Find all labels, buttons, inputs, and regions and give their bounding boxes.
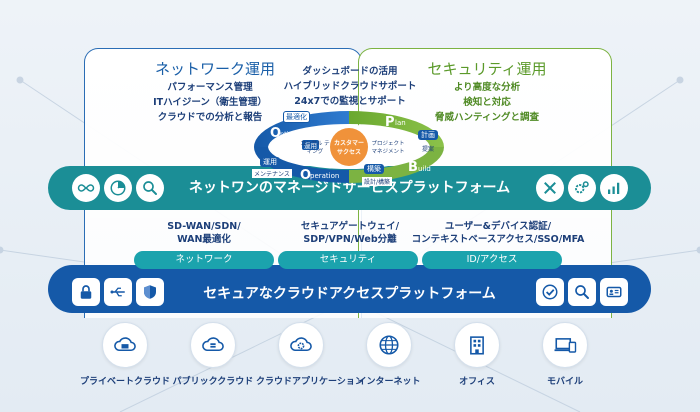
office-item: オフィス (432, 322, 522, 387)
letter-b: B (408, 160, 418, 175)
build-arc (349, 147, 444, 183)
network-ops-list: パフォーマンス管理 ITハイジーン（衛生管理） クラウドでの分析と報告 (130, 80, 290, 125)
network-ops-item: クラウドでの分析と報告 (157, 112, 263, 123)
mobile-label: モバイル (546, 377, 583, 387)
public-cloud-icon (190, 322, 236, 368)
network-desc-line: SD-WAN/SDN/ (167, 221, 241, 232)
network-ops-item: パフォーマンス管理 (167, 82, 253, 93)
gears-icon (568, 174, 596, 202)
usb-icon (104, 278, 132, 306)
internet-label: インターネット (357, 377, 421, 387)
security-ops-title: セキュリティ運用 (427, 60, 547, 78)
security-desc-line: SDP/VPN/Web分離 (303, 234, 397, 245)
letter-o-bottom: O (300, 168, 312, 183)
network-ops-title: ネットワーク運用 (154, 60, 275, 78)
plan-arc (349, 111, 444, 147)
cloud-app-item: クラウドアプリケーション (256, 322, 364, 387)
cloud-app-icon (278, 322, 324, 368)
private-cloud-label: プライベートクラウド (80, 377, 171, 387)
operation-sub: メンテナンス (252, 169, 292, 178)
identity-desc-line: ユーザー&デバイス認証/ (444, 221, 552, 232)
id-card-icon (600, 278, 628, 306)
center-top-item: ハイブリッドクラウドサポート (283, 81, 417, 92)
secure-access-title: セキュアなクラウドアクセスプラットフォーム (203, 286, 496, 302)
search-icon (568, 278, 596, 306)
security-ops-item: 検知と対応 (463, 97, 511, 108)
plan-sub: 提案 (422, 146, 435, 153)
managed-service-title: ネットワンのマネージドサービスプラットフォーム (188, 180, 511, 196)
tab-identity-access[interactable]: ID/アクセス (422, 251, 562, 269)
security-ops-list: より高度な分析 検知と対応 脅威ハンティングと調査 (412, 80, 562, 125)
internet-item: インターネット (344, 322, 434, 387)
public-cloud-item: パブリッククラウド (168, 322, 258, 387)
lock-icon (72, 278, 100, 306)
optimization-jp-tag: 最適化 (283, 111, 310, 123)
optimization-arc (254, 111, 349, 147)
build-label: uild (418, 165, 431, 173)
security-desc-line: セキュアゲートウェイ/ (300, 221, 400, 232)
operation-arc (254, 147, 349, 183)
operation-label: peration (310, 172, 340, 180)
customer-success-circle (330, 128, 368, 166)
identity-desc: ユーザー&デバイス認証/ コンテキストベースアクセス/SSO/MFA (408, 220, 588, 246)
letter-o-top: O (270, 126, 282, 141)
center-top-list: ダッシュボードの活用 ハイブリッドクラウドサポート 24x7での監視とサポート (270, 64, 430, 109)
lifecycle-diagram (254, 111, 444, 183)
customer-success-label: カスタマー サクセス (333, 140, 364, 156)
build-sub: 設計/構築 (362, 177, 393, 186)
build-jp-tag: 構築 (364, 164, 384, 174)
plan-jp-tag: 計画 (418, 130, 438, 140)
network-ops-item: ITハイジーン（衛生管理） (153, 97, 267, 108)
security-ops-item: 脅威ハンティングと調査 (435, 112, 539, 123)
tab-network[interactable]: ネットワーク (134, 251, 274, 269)
building-icon (454, 322, 500, 368)
consulting-label: コンサル ティング (300, 141, 330, 155)
public-cloud-label: パブリッククラウド (172, 377, 254, 387)
network-desc-line: WAN最適化 (177, 234, 231, 245)
security-desc: セキュアゲートウェイ/ SDP/VPN/Web分離 (278, 220, 422, 246)
optimization-label: ptimization (280, 130, 317, 138)
shield-icon (136, 278, 164, 306)
operation-jp-tag: 運用 (260, 157, 280, 167)
operation-use-tag: 運用 (302, 140, 319, 150)
center-top-item: ダッシュボードの活用 (302, 66, 398, 77)
project-management-label: プロジェクト マネジメント (371, 141, 405, 155)
office-label: オフィス (459, 377, 495, 387)
cloud-app-label: クラウドアプリケーション (256, 377, 364, 387)
tab-security[interactable]: セキュリティ (278, 251, 418, 269)
gauge-icon (104, 174, 132, 202)
letter-p: P (385, 115, 395, 130)
private-cloud-icon (102, 322, 148, 368)
identity-desc-line: コンテキストベースアクセス/SSO/MFA (411, 234, 585, 245)
devices-icon (542, 322, 588, 368)
mobile-item: モバイル (520, 322, 610, 387)
bar-chart-icon (600, 174, 628, 202)
tools-icon (536, 174, 564, 202)
globe-icon (366, 322, 412, 368)
check-circle-icon (536, 278, 564, 306)
security-ops-item: より高度な分析 (453, 82, 521, 93)
private-cloud-item: プライベートクラウド (80, 322, 170, 387)
infinity-icon (72, 174, 100, 202)
magnifier-icon (136, 174, 164, 202)
center-top-item: 24x7での監視とサポート (294, 96, 406, 107)
network-desc: SD-WAN/SDN/ WAN最適化 (134, 220, 274, 246)
plan-label: lan (395, 119, 406, 127)
